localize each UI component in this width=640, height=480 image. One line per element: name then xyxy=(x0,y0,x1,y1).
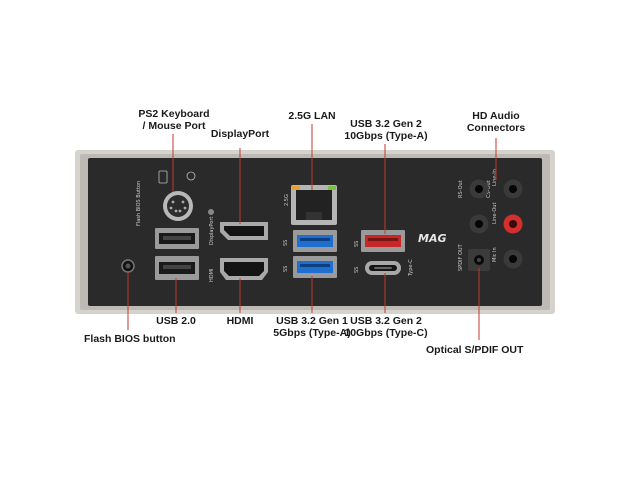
silk-lan: 2.5G xyxy=(284,194,290,206)
silk-flash-bios: Flash BIOS Button xyxy=(136,181,142,226)
label-flash-bios: Flash BIOS button xyxy=(84,333,176,345)
silk-line-in: Line-In xyxy=(492,169,498,186)
leader-lines xyxy=(127,124,497,340)
label-usb20: USB 2.0 xyxy=(156,315,196,327)
silk-cs-out: CS-Out xyxy=(486,180,492,198)
silk-ss-3: SS xyxy=(354,241,360,247)
silk-ss-4: SS xyxy=(354,267,360,273)
label-ps2: PS2 Keyboard/ Mouse Port xyxy=(138,108,210,132)
silk-spdif: SPDIF OUT xyxy=(458,243,464,271)
silk-ss-1: SS xyxy=(283,240,289,246)
silk-displayport: DisplayPort xyxy=(209,217,215,245)
flash-bios-button-core xyxy=(125,263,131,269)
silk-typec: Type-C xyxy=(408,259,414,277)
ps2-mouse-icon xyxy=(186,171,196,181)
lan-led-left xyxy=(292,186,300,190)
label-displayport: DisplayPort xyxy=(210,128,270,140)
label-hdmi: HDMI xyxy=(226,315,254,327)
silk-mic-in: Mic In xyxy=(492,247,498,262)
silk-line-out: Line-Out xyxy=(492,203,498,224)
brand-logo: MAG xyxy=(418,232,447,245)
label-lan: 2.5G LAN xyxy=(288,110,336,122)
screw-hole xyxy=(208,209,214,215)
silk-hdmi: HDMI xyxy=(209,269,215,282)
ps2-port-socket xyxy=(167,195,189,217)
label-spdif: Optical S/PDIF OUT xyxy=(426,344,524,356)
silk-rs-out: RS-Out xyxy=(458,180,464,198)
lan-led-right xyxy=(328,186,336,190)
silk-ss-2: SS xyxy=(283,266,289,272)
ps2-keyboard-icon xyxy=(158,170,168,184)
